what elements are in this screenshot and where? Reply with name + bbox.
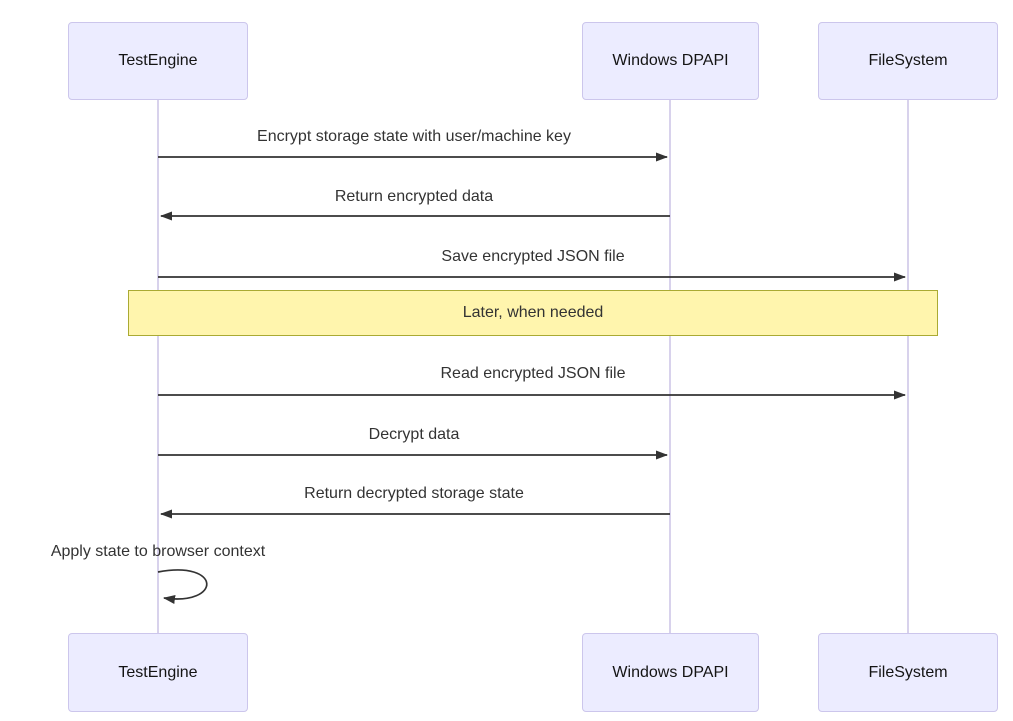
actor-label: TestEngine — [118, 52, 198, 69]
actor-bottom-testengine: TestEngine — [68, 633, 248, 712]
actor-label: Windows DPAPI — [612, 52, 729, 69]
message-label-save-json: Save encrypted JSON file — [441, 248, 625, 265]
self-loop-arrow-apply-state — [157, 569, 208, 604]
message-label-return-encrypted: Return encrypted data — [334, 188, 494, 205]
actor-bottom-filesystem: FileSystem — [818, 633, 998, 712]
actor-top-testengine: TestEngine — [68, 22, 248, 100]
actor-label: TestEngine — [118, 663, 198, 681]
actor-top-windows-dpapi: Windows DPAPI — [582, 22, 759, 100]
message-label-apply-state: Apply state to browser context — [50, 543, 266, 560]
actor-label: FileSystem — [868, 663, 948, 681]
note-later-when-needed: Later, when needed — [128, 290, 938, 336]
actor-bottom-windows-dpapi: Windows DPAPI — [582, 633, 759, 712]
actor-label: Windows DPAPI — [612, 663, 729, 681]
message-label-decrypt: Decrypt data — [368, 426, 460, 443]
message-label-encrypt: Encrypt storage state with user/machine … — [257, 128, 571, 145]
note-label: Later, when needed — [462, 304, 604, 321]
message-label-read-json: Read encrypted JSON file — [440, 365, 626, 382]
actor-label: FileSystem — [868, 52, 948, 69]
message-label-return-decrypted: Return decrypted storage state — [304, 485, 524, 502]
actor-top-filesystem: FileSystem — [818, 22, 998, 100]
